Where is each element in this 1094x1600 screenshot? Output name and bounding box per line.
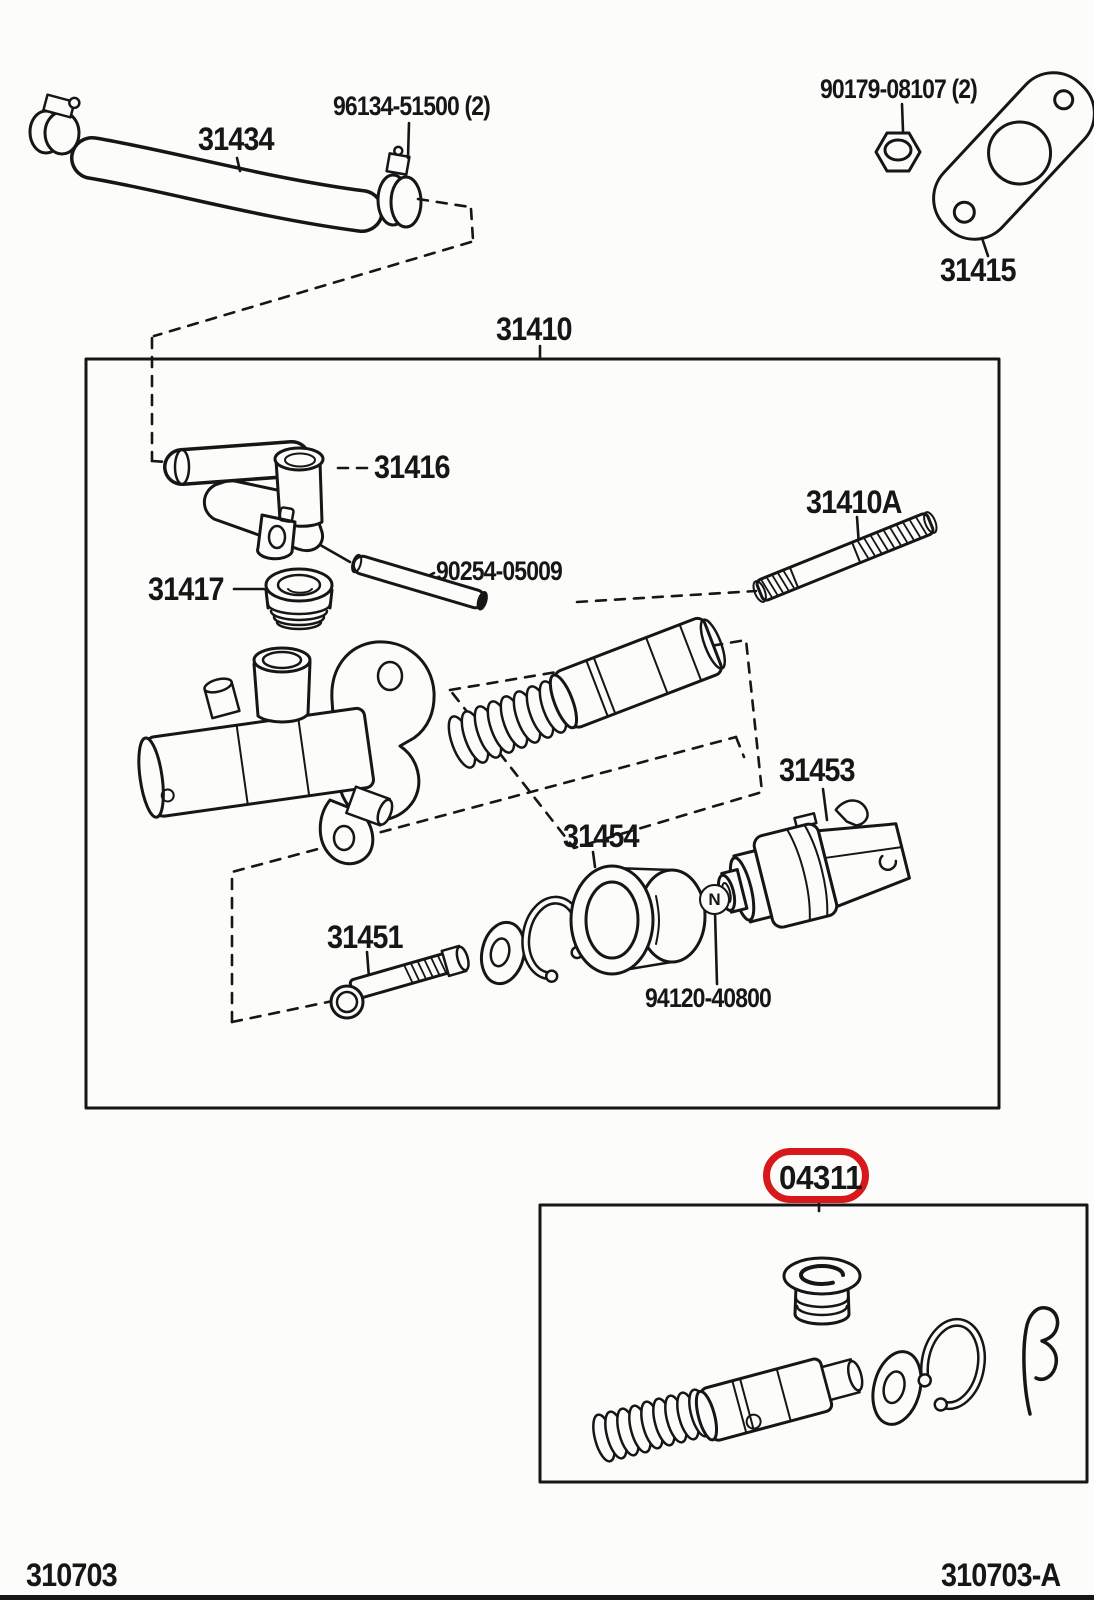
piston-spring-assembly bbox=[447, 616, 727, 769]
assembly-box-31410 bbox=[84, 357, 1001, 1110]
push-rod-31451 bbox=[329, 944, 470, 1020]
part-label-31417: 31417 bbox=[148, 571, 224, 607]
master-cylinder-body bbox=[137, 640, 436, 866]
part-label-31453: 31453 bbox=[779, 752, 855, 788]
kit-washer bbox=[871, 1350, 923, 1426]
part-label-31454: 31454 bbox=[563, 818, 639, 854]
part-label-90254-05009: 90254-05009 bbox=[436, 556, 563, 586]
reservoir-union-31416 bbox=[163, 440, 325, 561]
part-label-31416: 31416 bbox=[374, 449, 450, 485]
washer bbox=[479, 920, 527, 986]
reservoir-cap-31417 bbox=[264, 567, 334, 631]
hose-clamp-front-icon bbox=[28, 93, 81, 156]
inlet-gasket-31415 bbox=[932, 71, 1094, 241]
push-rod-31410a bbox=[752, 511, 938, 603]
valve-assembly-31453 bbox=[716, 799, 911, 929]
hose-clamp-rear-icon bbox=[376, 145, 423, 229]
part-label-31434: 31434 bbox=[198, 121, 274, 157]
footer-page-code-right: 310703-A bbox=[941, 1557, 1061, 1593]
part-label-31410a: 31410A bbox=[806, 484, 902, 520]
footer-page-code-left: 310703 bbox=[26, 1557, 118, 1593]
part-label-96134-51500: 96134-51500 (2) bbox=[333, 91, 491, 121]
part-label-31451: 31451 bbox=[327, 919, 403, 955]
n-marker-icon: N bbox=[699, 884, 730, 915]
kit-piston-spring bbox=[592, 1357, 864, 1463]
part-label-04311-highlighted: 04311 bbox=[779, 1159, 863, 1196]
flange-nut-90179 bbox=[874, 131, 922, 173]
part-label-31415: 31415 bbox=[940, 252, 1016, 288]
part-label-31410: 31410 bbox=[496, 311, 572, 347]
part-label-94120-40800: 94120-40800 bbox=[645, 983, 772, 1013]
part-label-90179-08107: 90179-08107 (2) bbox=[820, 74, 978, 104]
bottom-edge-bar bbox=[0, 1595, 1094, 1600]
kit-cap bbox=[782, 1256, 862, 1326]
hose-31434 bbox=[70, 136, 384, 233]
cylinder-bushing-31454 bbox=[569, 864, 707, 976]
slotted-spring-pin-90254 bbox=[351, 553, 488, 611]
highlight-ring-04311-icon bbox=[763, 1148, 869, 1203]
kit-snap-ring bbox=[917, 1317, 987, 1412]
kit-boot bbox=[1022, 1306, 1060, 1416]
repair-kit-box-04311 bbox=[538, 1203, 1089, 1484]
